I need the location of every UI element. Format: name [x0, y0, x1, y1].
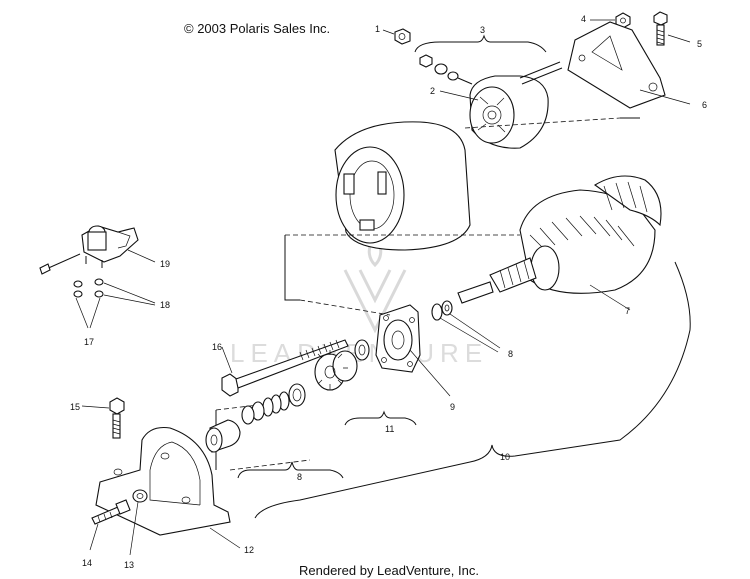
callout-8-lower: 8	[297, 472, 302, 482]
part-14-bolt	[91, 499, 131, 525]
starter-housing	[334, 121, 471, 251]
callout-13: 13	[124, 560, 134, 570]
part-5-bolt	[653, 11, 668, 46]
callout-8-upper: 8	[508, 349, 513, 359]
callout-18: 18	[160, 300, 170, 310]
callout-15: 15	[70, 402, 80, 412]
part-16-through-bolt	[221, 339, 349, 397]
part-1-nut	[394, 28, 411, 45]
part-18-nuts	[73, 278, 104, 298]
part-8-washers-upper	[431, 300, 453, 321]
callout-17: 17	[84, 337, 94, 347]
part-7-armature	[457, 175, 662, 304]
part-6-mounting-bracket	[567, 21, 666, 109]
callout-3: 3	[480, 25, 485, 35]
callout-10: 10	[500, 452, 510, 462]
part-13-washer	[132, 489, 148, 503]
callout-19: 19	[160, 259, 170, 269]
copyright-text: © 2003 Polaris Sales Inc.	[184, 21, 331, 36]
callout-4: 4	[581, 14, 586, 24]
callout-14: 14	[82, 558, 92, 568]
part-19-solenoid	[39, 225, 139, 275]
rendered-by-footer: Rendered by LeadVenture, Inc.	[299, 563, 479, 578]
part-15-bolt	[109, 397, 125, 439]
callout-9: 9	[450, 402, 455, 412]
callout-11: 11	[385, 424, 394, 434]
part-2-end-cap	[469, 61, 563, 149]
callout-7: 7	[625, 306, 630, 316]
callout-16: 16	[212, 342, 222, 352]
callout-6: 6	[702, 100, 707, 110]
callout-1: 1	[375, 24, 380, 34]
callout-5: 5	[697, 39, 702, 49]
part-9-end-plate	[375, 304, 421, 373]
part-8-clutch-spring	[205, 383, 306, 453]
part-3-hardware	[419, 54, 473, 85]
part-11-drive-assembly	[314, 339, 370, 391]
callout-2: 2	[430, 86, 435, 96]
callout-12: 12	[244, 545, 254, 555]
callout-10-bracket	[254, 261, 691, 519]
